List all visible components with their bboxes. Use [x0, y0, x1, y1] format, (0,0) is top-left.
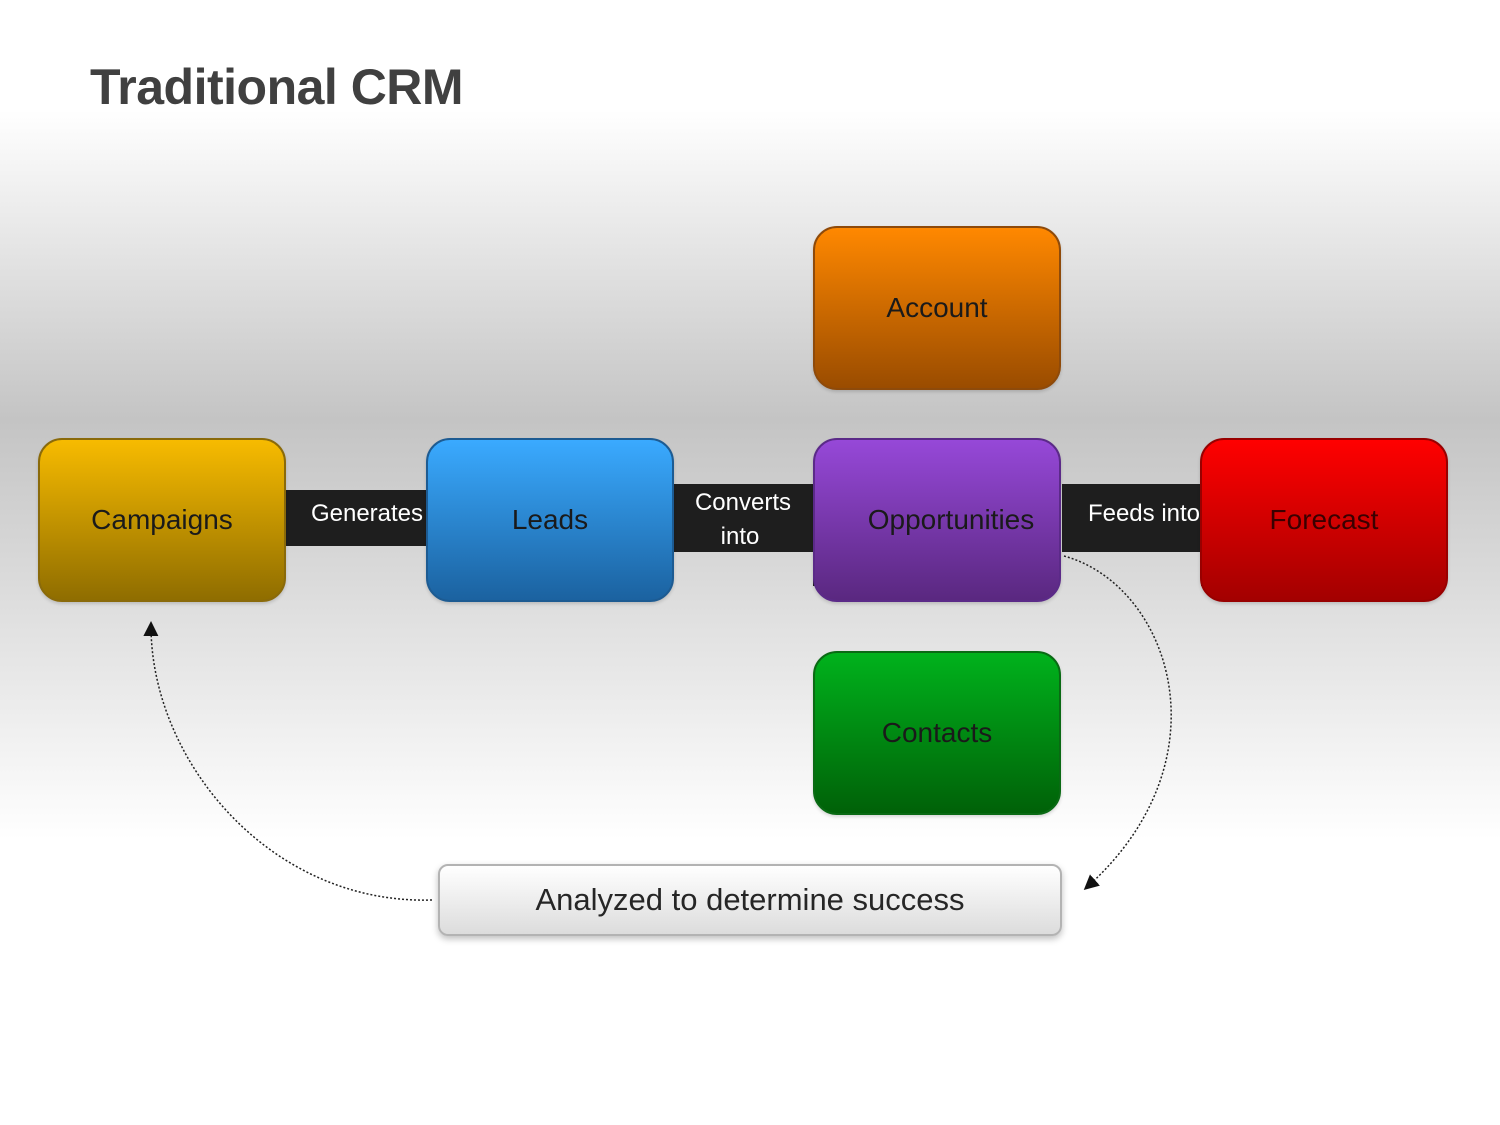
converts-arrow [674, 484, 850, 586]
converts-label-line2: into [720, 523, 760, 550]
opportunities-label: Opportunities [867, 504, 1035, 535]
leads-node: Leads [426, 438, 674, 602]
feeds-into-arrow [1062, 484, 1240, 586]
feeds-into-label: Feeds into [1087, 500, 1201, 527]
forecast-label: Forecast [1269, 504, 1379, 535]
generates-label: Generates [310, 500, 424, 527]
account-node: Account [813, 226, 1061, 390]
leads-label: Leads [511, 504, 589, 535]
feedback-curve-right [1063, 555, 1172, 890]
generates-arrow [286, 490, 463, 572]
converts-label-line1: Converts [694, 489, 792, 516]
contacts-node: Contacts [813, 651, 1061, 815]
page-title: Traditional CRM [90, 59, 464, 115]
success-analysis-box: Analyzed to determine success [438, 864, 1062, 936]
success-analysis-label: Analyzed to determine success [535, 882, 965, 917]
account-label: Account [886, 292, 988, 323]
campaigns-label: Campaigns [91, 504, 233, 535]
contacts-label: Contacts [881, 717, 993, 748]
campaigns-node: Campaigns [38, 438, 286, 602]
forecast-node: Forecast [1200, 438, 1448, 602]
feedback-curve-left [143, 621, 433, 901]
opportunities-node: Opportunities [813, 438, 1061, 602]
